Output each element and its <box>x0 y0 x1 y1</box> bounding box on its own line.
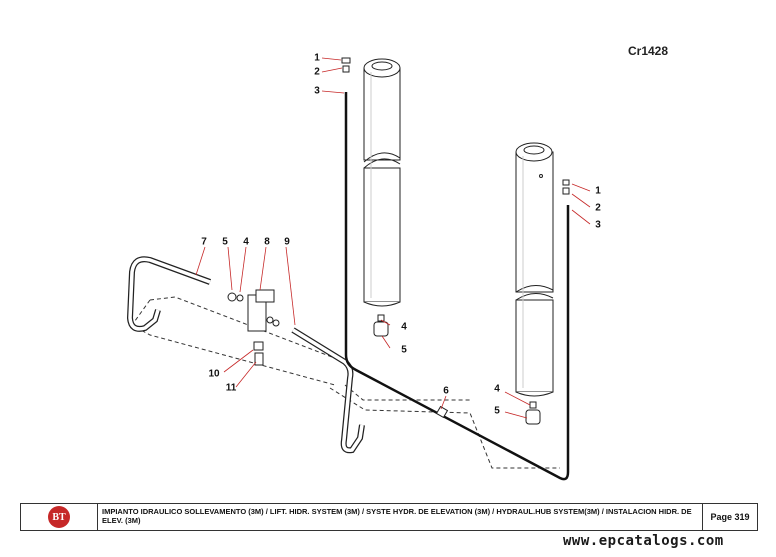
callout-5-left-base: 5 <box>401 344 407 356</box>
callout-4-valve: 4 <box>243 236 249 248</box>
leader-lines <box>195 57 591 419</box>
callout-1-left: 1 <box>314 52 320 64</box>
bt-logo: BT <box>48 506 70 528</box>
section-description: IMPIANTO IDRAULICO SOLLEVAMENTO (3M) / L… <box>102 507 692 525</box>
callout-11: 11 <box>225 382 237 394</box>
left-cylinder <box>363 58 401 337</box>
valve-assembly <box>227 289 280 366</box>
callout-10: 10 <box>208 368 220 380</box>
callout-8: 8 <box>264 236 270 248</box>
callout-7: 7 <box>201 236 207 248</box>
right-cylinder <box>515 142 554 425</box>
page-number: Page 319 <box>702 504 757 530</box>
callout-3-left: 3 <box>314 85 320 97</box>
callout-2-right: 2 <box>595 202 601 214</box>
callout-4-right-base: 4 <box>494 383 500 395</box>
watermark: www.epcatalogs.com <box>563 533 724 549</box>
fittings <box>341 57 570 419</box>
logo-cell: BT <box>21 504 98 530</box>
drawing-code: Cr1428 <box>628 44 669 58</box>
hydraulic-hose <box>344 92 570 481</box>
callout-5-valve: 5 <box>222 236 228 248</box>
title-block: BT IMPIANTO IDRAULICO SOLLEVAMENTO (3M) … <box>20 503 758 531</box>
frame-rod-right <box>291 327 365 454</box>
callout-5-right-base: 5 <box>494 405 500 417</box>
callout-9: 9 <box>284 236 290 248</box>
callout-2-left: 2 <box>314 66 320 78</box>
callout-4-left-base: 4 <box>401 321 407 333</box>
callout-1-right: 1 <box>595 185 601 197</box>
callout-3-right: 3 <box>595 219 601 231</box>
callout-6: 6 <box>443 385 449 397</box>
